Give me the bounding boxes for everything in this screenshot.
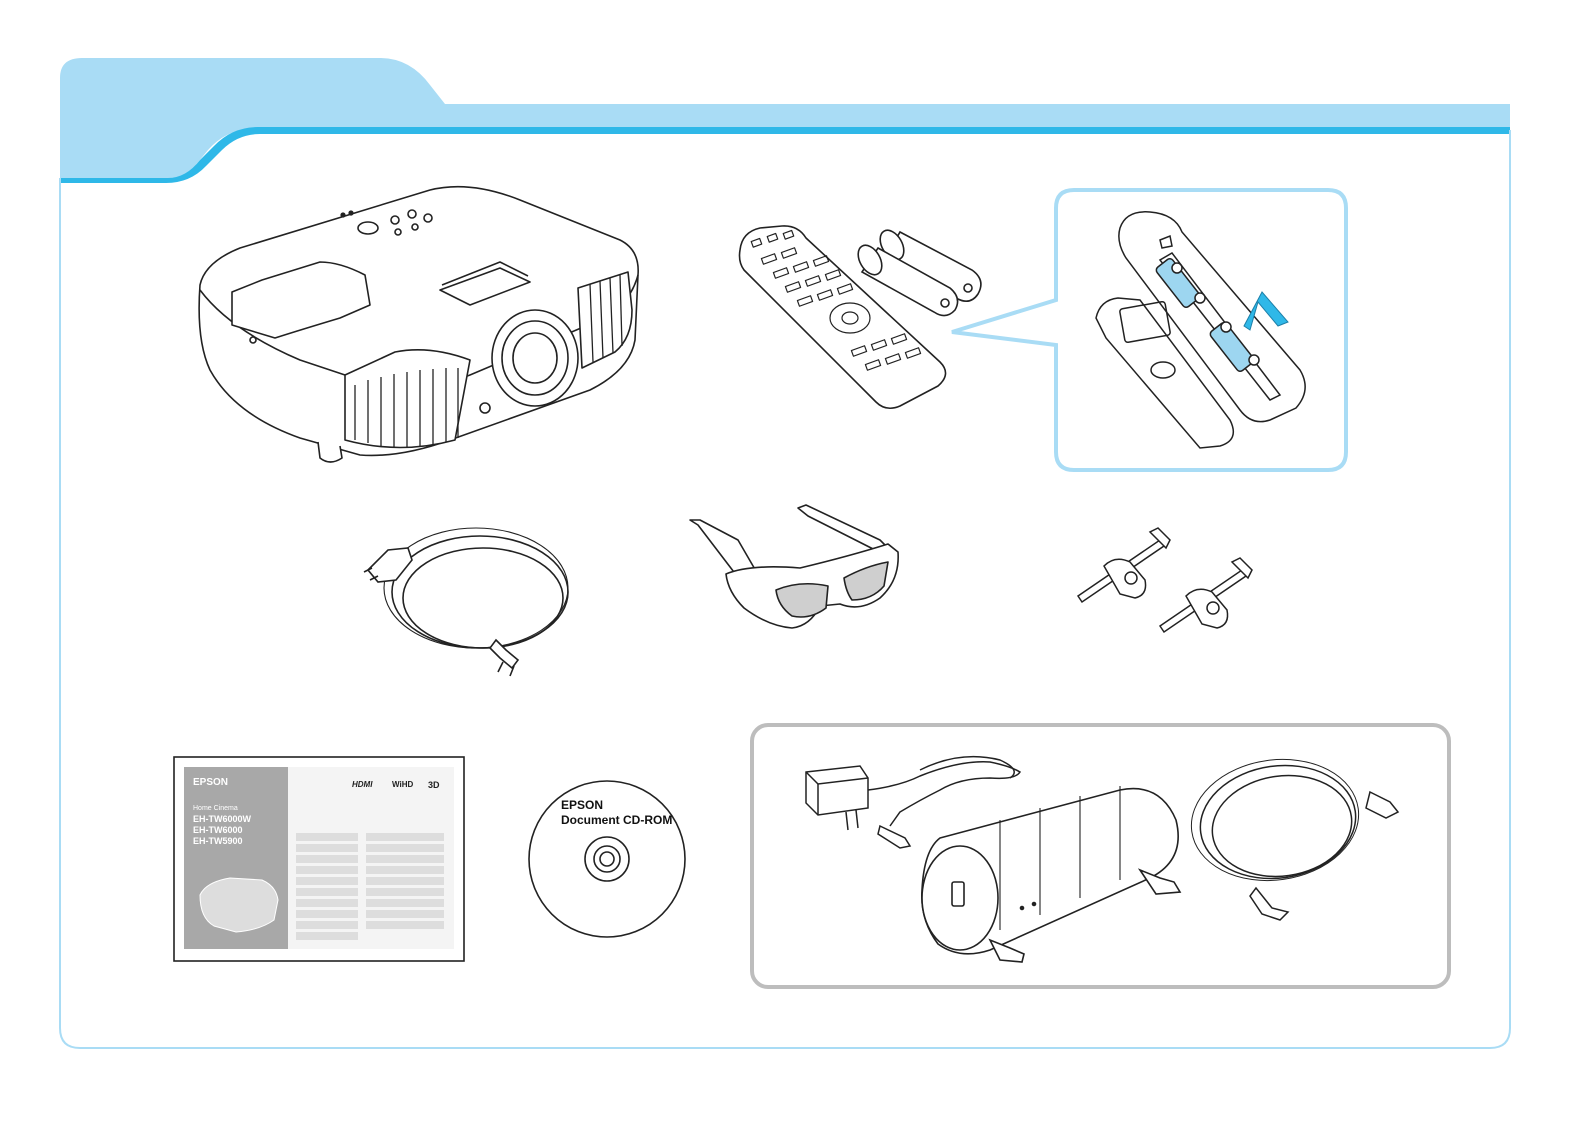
guide-logo-wihd: WiHD xyxy=(392,780,413,789)
guide-logo-hdmi: HDMI xyxy=(352,780,373,789)
cd-rom-illustration xyxy=(529,781,685,937)
power-cord-illustration xyxy=(364,528,568,676)
projector-illustration xyxy=(199,187,638,462)
cable-holders-illustration xyxy=(1078,528,1252,632)
quick-start-guide-illustration: EPSON Home Cinema EH-TW6000W EH-TW6000 E… xyxy=(174,757,464,961)
guide-model-2: EH-TW6000 xyxy=(193,825,243,835)
guide-logo-3d: 3D xyxy=(428,780,440,790)
header-tab xyxy=(60,58,1510,183)
cd-brand: EPSON xyxy=(561,798,603,812)
guide-model-1: EH-TW6000W xyxy=(193,814,252,824)
guide-brand: EPSON xyxy=(193,777,228,788)
glasses-illustration xyxy=(690,505,898,628)
guide-model-3: EH-TW5900 xyxy=(193,836,243,846)
cd-title: Document CD-ROM xyxy=(561,813,672,827)
guide-series: Home Cinema xyxy=(193,805,238,812)
